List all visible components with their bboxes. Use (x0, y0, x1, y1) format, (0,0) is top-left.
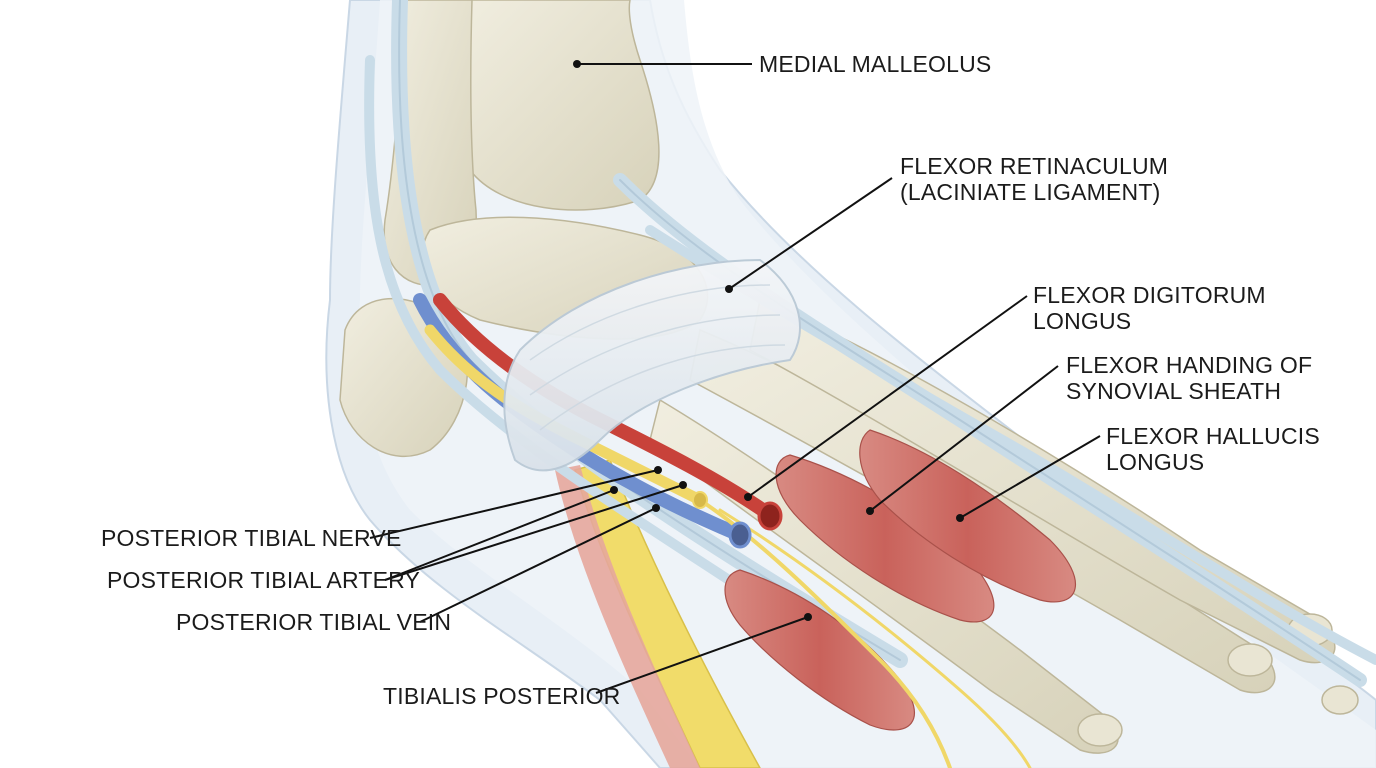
tibia-bone (457, 0, 660, 211)
leader-lines (369, 63, 1101, 694)
label-posterior-tibial-nerve: POSTERIOR TIBIAL NERVE (101, 525, 402, 551)
muscles (724, 429, 1077, 731)
label-posterior-tibial-artery: POSTERIOR TIBIAL ARTERY (107, 567, 421, 593)
leader-dots (573, 60, 964, 621)
vessel-ends (692, 491, 783, 549)
label-flexor-digitorum-longus: FLEXOR DIGITORUM LONGUS (1033, 282, 1266, 334)
label-tibialis-posterior: TIBIALIS POSTERIOR (383, 683, 621, 709)
label-flexor-retinaculum: FLEXOR RETINACULUM (LACINIATE LIGAMENT) (900, 153, 1169, 205)
flexor-retinaculum-band (503, 258, 801, 472)
label-posterior-tibial-vein: POSTERIOR TIBIAL VEIN (176, 609, 452, 635)
label-synovial-sheath: FLEXOR HANDING OF SYNOVIAL SHEATH (1066, 352, 1313, 404)
label-flexor-hallucis-longus: FLEXOR HALLUCIS LONGUS (1106, 423, 1320, 475)
label-medial-malleolus: MEDIAL MALLEOLUS (759, 51, 992, 77)
